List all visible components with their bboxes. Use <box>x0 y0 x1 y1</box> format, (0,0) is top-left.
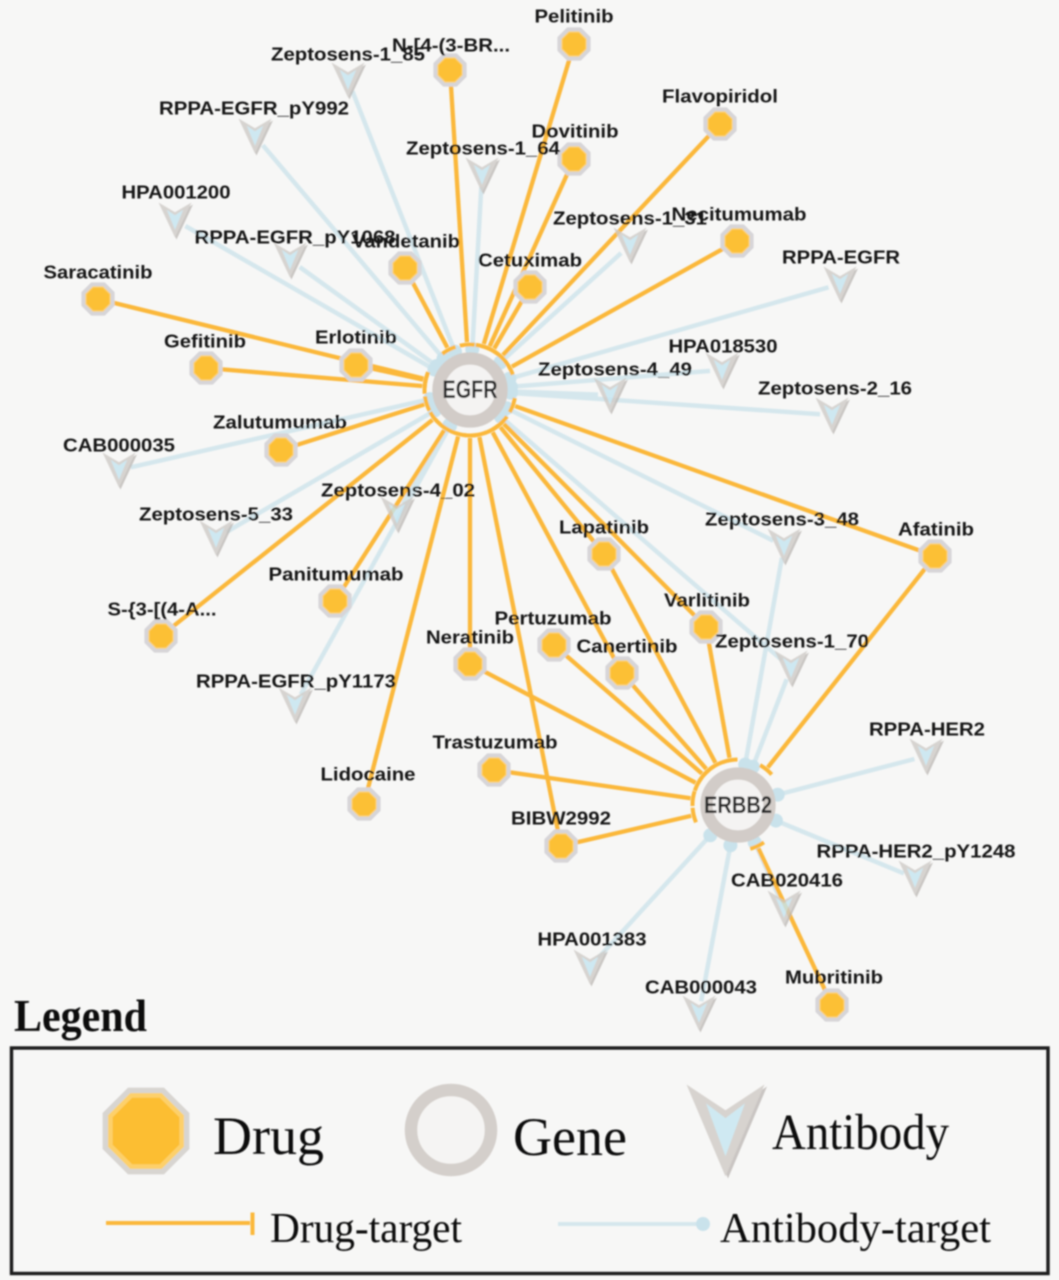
svg-text:HPA018530: HPA018530 <box>669 336 778 357</box>
svg-text:Canertinib: Canertinib <box>577 636 678 657</box>
svg-text:Zeptosens-1_64: Zeptosens-1_64 <box>406 138 561 159</box>
svg-text:Drug: Drug <box>213 1106 324 1166</box>
svg-text:HPA001383: HPA001383 <box>538 929 647 950</box>
svg-text:RPPA-EGFR_pY992: RPPA-EGFR_pY992 <box>159 98 349 119</box>
svg-text:Zeptosens-1_85: Zeptosens-1_85 <box>271 44 425 65</box>
svg-text:Zeptosens-4_49: Zeptosens-4_49 <box>538 359 692 380</box>
svg-text:Erlotinib: Erlotinib <box>315 327 397 348</box>
svg-text:Zeptosens-1_31: Zeptosens-1_31 <box>553 208 707 229</box>
svg-text:Panitumumab: Panitumumab <box>269 564 404 585</box>
svg-text:Neratinib: Neratinib <box>426 627 514 648</box>
svg-text:Zeptosens-3_48: Zeptosens-3_48 <box>705 509 859 530</box>
svg-text:RPPA-HER2_pY1248: RPPA-HER2_pY1248 <box>817 841 1016 862</box>
svg-text:Saracatinib: Saracatinib <box>44 262 153 283</box>
svg-text:Afatinib: Afatinib <box>898 519 974 540</box>
svg-text:Pelitinib: Pelitinib <box>535 6 614 27</box>
svg-text:CAB020416: CAB020416 <box>731 870 843 891</box>
svg-text:Legend: Legend <box>14 991 147 1041</box>
svg-text:Dovitinib: Dovitinib <box>532 121 619 142</box>
svg-text:RPPA-HER2: RPPA-HER2 <box>869 719 985 740</box>
svg-text:Zeptosens-5_33: Zeptosens-5_33 <box>139 504 293 525</box>
svg-text:RPPA-EGFR_pY1068: RPPA-EGFR_pY1068 <box>195 227 396 248</box>
svg-text:RPPA-EGFR: RPPA-EGFR <box>782 247 900 268</box>
svg-text:Lapatinib: Lapatinib <box>559 517 649 538</box>
svg-text:Zeptosens-2_16: Zeptosens-2_16 <box>758 378 912 399</box>
svg-text:Cetuximab: Cetuximab <box>478 250 582 271</box>
svg-text:Trastuzumab: Trastuzumab <box>433 732 558 753</box>
svg-text:S-{3-[(4-A...: S-{3-[(4-A... <box>108 599 217 620</box>
svg-text:Varlitinib: Varlitinib <box>664 590 750 611</box>
svg-text:Antibody-target: Antibody-target <box>720 1206 991 1252</box>
svg-text:Mubritinib: Mubritinib <box>785 967 883 988</box>
svg-text:Antibody: Antibody <box>772 1105 949 1161</box>
svg-text:Zalutumumab: Zalutumumab <box>213 412 347 433</box>
svg-text:CAB000043: CAB000043 <box>645 977 757 998</box>
svg-text:Necitumumab: Necitumumab <box>672 204 807 225</box>
svg-text:CAB000035: CAB000035 <box>63 435 175 456</box>
svg-text:EGFR: EGFR <box>443 376 498 404</box>
svg-text:ERBB2: ERBB2 <box>704 792 772 819</box>
svg-text:N-[4-(3-BR...: N-[4-(3-BR... <box>392 35 510 56</box>
svg-text:Pertuzumab: Pertuzumab <box>495 608 612 629</box>
svg-text:Flavopiridol: Flavopiridol <box>662 86 778 107</box>
svg-text:Drug-target: Drug-target <box>270 1206 462 1252</box>
svg-text:RPPA-EGFR_pY1173: RPPA-EGFR_pY1173 <box>196 671 396 692</box>
svg-text:BIBW2992: BIBW2992 <box>511 808 611 829</box>
svg-text:Gene: Gene <box>513 1107 627 1167</box>
svg-text:Lidocaine: Lidocaine <box>321 764 416 785</box>
svg-text:Zeptosens-4_02: Zeptosens-4_02 <box>321 480 475 501</box>
svg-text:Vandetanib: Vandetanib <box>352 231 460 252</box>
svg-text:Gefitinib: Gefitinib <box>164 331 246 352</box>
svg-text:Zeptosens-1_70: Zeptosens-1_70 <box>715 631 869 652</box>
svg-text:HPA001200: HPA001200 <box>122 182 231 203</box>
